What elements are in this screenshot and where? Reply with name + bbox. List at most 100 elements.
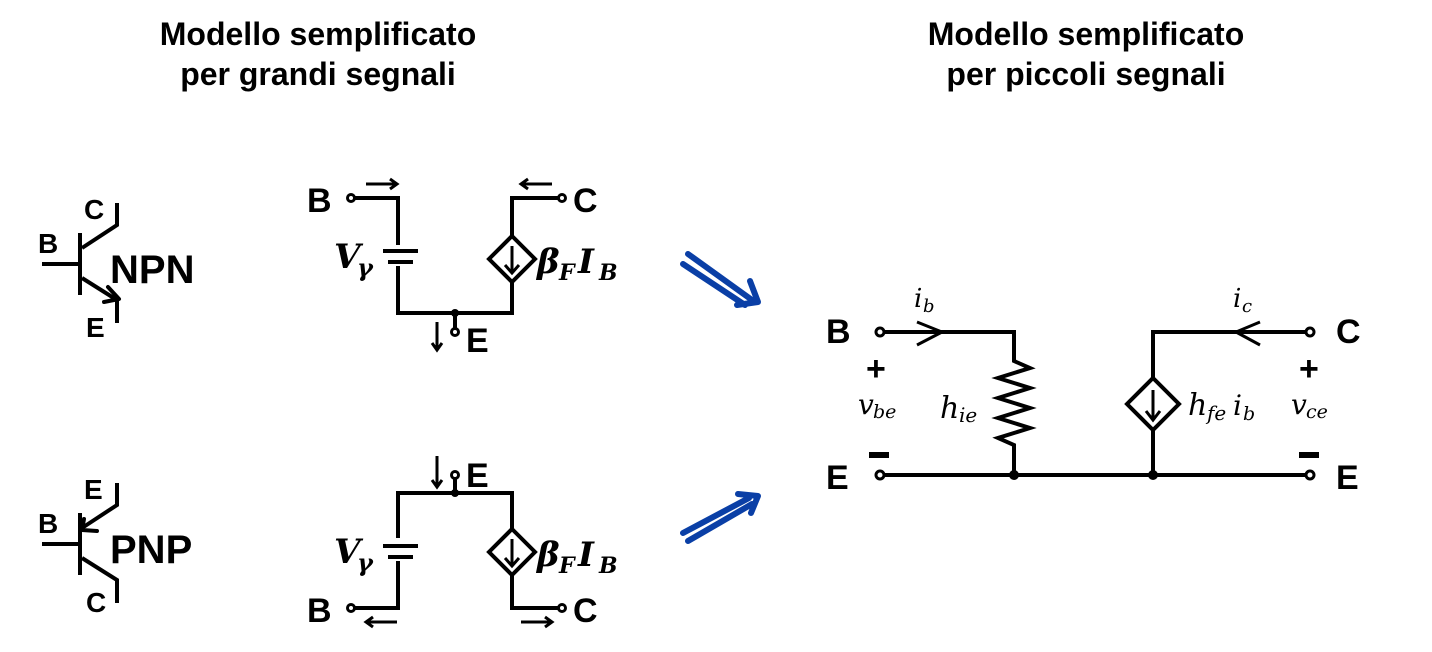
ib-subscript: B — [598, 553, 618, 579]
npn-ls-vgamma-subscript: γ — [357, 253, 374, 282]
pnp-ls-beta-label: β F I B — [535, 535, 618, 579]
ss-collector-wire — [1151, 330, 1306, 378]
npn-collector-lead — [80, 203, 119, 250]
ss-vce-minus — [1299, 452, 1319, 458]
title-small-signal-model: Modello semplificato per piccoli segnali — [886, 14, 1286, 94]
ic-subscript: c — [1242, 296, 1252, 317]
npn-emitter-arrow-icon — [102, 285, 121, 304]
arrow-head-icon — [518, 177, 529, 191]
pnp-collector-label: C — [86, 587, 106, 618]
ib-symbol: i — [914, 284, 922, 314]
ss-base-wire — [884, 330, 1016, 359]
vce-symbol: v — [1291, 388, 1307, 421]
pnp-ls-collector-label: C — [573, 592, 598, 630]
title-line-1: Modello semplificato — [927, 16, 1245, 52]
small-signal-circuit: B i b h ie + v be E E C — [826, 284, 1361, 497]
beta-subscript: F — [558, 260, 576, 286]
arrow-head-icon — [503, 557, 521, 569]
arrow-head-icon — [430, 479, 444, 490]
npn-collector-label: C — [84, 194, 104, 225]
pnp-ls-emitter-label: E — [466, 457, 489, 495]
npn-ls-emitter-label: E — [466, 322, 489, 360]
pnp-type-label: PNP — [110, 528, 192, 572]
npn-ls-beta-label: β F I B — [535, 242, 618, 286]
npn-large-signal-circuit: B V γ C β F I B E — [307, 177, 618, 360]
vbe-symbol: v — [858, 388, 874, 421]
pnp-ls-collector-wire — [510, 575, 558, 610]
ss-base-current-label: i b — [914, 284, 935, 317]
npn-base-label: B — [38, 228, 58, 259]
ss-base-label: B — [826, 313, 851, 351]
arrow-head-icon — [1144, 410, 1162, 423]
pnp-ls-base-terminal — [346, 603, 356, 613]
ss-emitter-right-label: E — [1336, 459, 1359, 497]
ib-subscript: b — [923, 296, 935, 317]
npn-ls-vgamma-symbol: V — [334, 237, 364, 277]
beta-subscript: F — [558, 553, 576, 579]
pnp-ls-vgamma-symbol: V — [334, 532, 364, 572]
ss-base-current-arrow-icon — [916, 320, 946, 347]
ss-vbe-label: v be — [858, 388, 896, 423]
ib-subscript: b — [1243, 403, 1255, 425]
pnp-ls-base-wire — [355, 561, 400, 610]
pnp-emitter-label: E — [84, 474, 103, 505]
arrow-head-icon — [503, 264, 521, 276]
title-line-2: per grandi segnali — [180, 56, 456, 92]
ib-subscript: B — [598, 260, 618, 286]
ss-collector-current-arrow-icon — [1232, 320, 1261, 347]
pnp-base-label: B — [38, 508, 58, 539]
arrow-head-icon — [363, 615, 374, 629]
pnp-ls-vgamma-subscript: γ — [357, 548, 374, 577]
ib-symbol: i — [1233, 389, 1242, 422]
title-line-1: Modello semplificato — [159, 16, 477, 52]
npn-ls-collector-label: C — [573, 182, 598, 220]
pnp-ls-base-label: B — [307, 592, 332, 630]
ic-symbol: i — [1233, 284, 1241, 314]
arrow-head-icon — [544, 615, 555, 629]
ss-resistor-hie — [991, 359, 1037, 475]
ib-symbol: I — [577, 535, 595, 575]
ss-resistor-label: h ie — [940, 391, 977, 427]
pnp-ls-emitter-terminal — [450, 470, 460, 480]
npn-transistor-symbol: B C E NPN — [38, 194, 194, 343]
pnp-ls-collector-terminal — [557, 603, 567, 613]
pnp-large-signal-circuit: E B V γ β F I B C — [307, 456, 618, 630]
beta-symbol: β — [535, 535, 560, 575]
ss-dependent-source-label: h fe i b — [1188, 388, 1255, 425]
title-line-2: per piccoli segnali — [946, 56, 1226, 92]
ss-base-terminal — [874, 326, 886, 338]
pnp-ls-top-wire — [396, 491, 514, 538]
npn-ls-emitter-terminal — [450, 327, 460, 337]
title-large-signal-model: Modello semplificato per grandi segnali — [118, 14, 518, 94]
hie-subscript: ie — [959, 403, 977, 427]
hfe-subscript: fe — [1205, 401, 1226, 425]
ss-emitter-right-terminal — [1304, 469, 1316, 481]
pnp-emitter-arrow-icon — [80, 517, 99, 533]
ss-vbe-minus — [869, 452, 889, 458]
npn-emitter-label: E — [86, 312, 105, 343]
vce-subscript: ce — [1306, 401, 1328, 423]
pnp-transistor-symbol: B E C PNP — [38, 474, 192, 618]
ss-vbe-plus: + — [866, 350, 886, 388]
npn-ls-collector-terminal — [557, 193, 567, 203]
arrow-head-icon — [389, 177, 400, 191]
ss-emitter-left-label: E — [826, 459, 849, 497]
ib-symbol: I — [577, 242, 595, 282]
ss-emitter-left-terminal — [874, 469, 886, 481]
beta-symbol: β — [535, 242, 560, 282]
hfe-symbol: h — [1188, 388, 1207, 423]
ss-collector-label: C — [1336, 313, 1361, 351]
npn-ls-base-wire — [355, 196, 400, 245]
ss-junction-dot — [1009, 470, 1019, 480]
hie-symbol: h — [940, 391, 959, 426]
double-arrow-up-right-icon — [680, 491, 761, 544]
arrow-head-icon — [430, 342, 444, 353]
ss-vce-plus: + — [1299, 350, 1319, 388]
ss-collector-current-label: i c — [1233, 284, 1252, 317]
npn-ls-base-terminal — [346, 193, 356, 203]
vbe-subscript: be — [873, 401, 896, 423]
npn-ls-bottom-wire — [396, 266, 514, 315]
npn-ls-collector-wire — [510, 196, 558, 236]
double-arrow-down-right-icon — [680, 251, 761, 308]
